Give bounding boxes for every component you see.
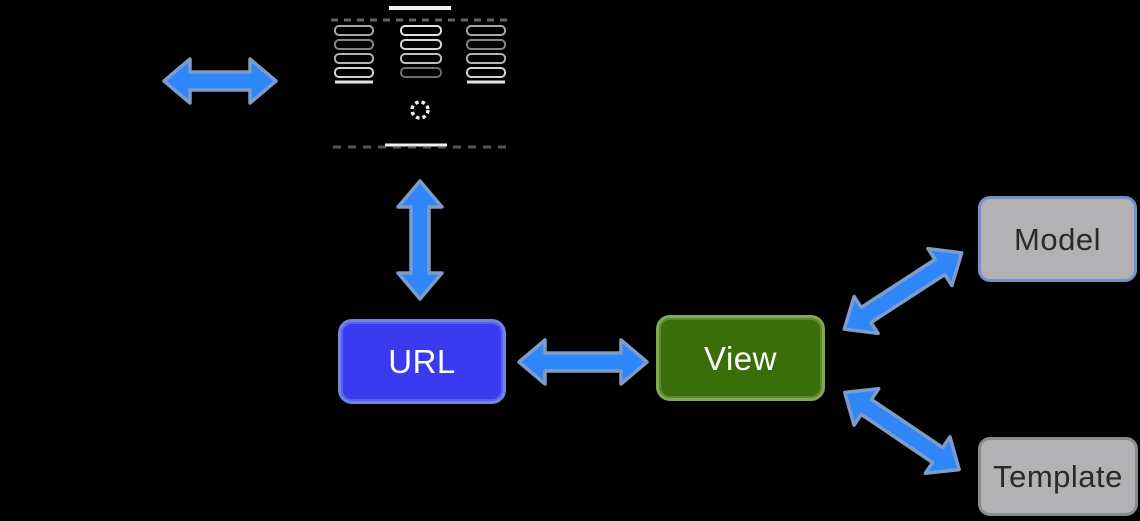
- view-node: View: [656, 315, 825, 401]
- view-node-label: View: [704, 339, 777, 377]
- view-model-arrow: [830, 232, 977, 351]
- url-node: URL: [338, 319, 506, 404]
- url-view-arrow: [517, 338, 649, 386]
- template-node: Template: [978, 437, 1138, 516]
- server-icon: [325, 4, 515, 154]
- model-node: Model: [978, 196, 1137, 282]
- view-template-arrow: [830, 371, 975, 490]
- server-url-arrow: [396, 179, 444, 301]
- template-node-label: Template: [993, 459, 1123, 494]
- client-server-arrow: [162, 57, 278, 105]
- model-node-label: Model: [1014, 221, 1101, 257]
- url-node-label: URL: [388, 343, 456, 380]
